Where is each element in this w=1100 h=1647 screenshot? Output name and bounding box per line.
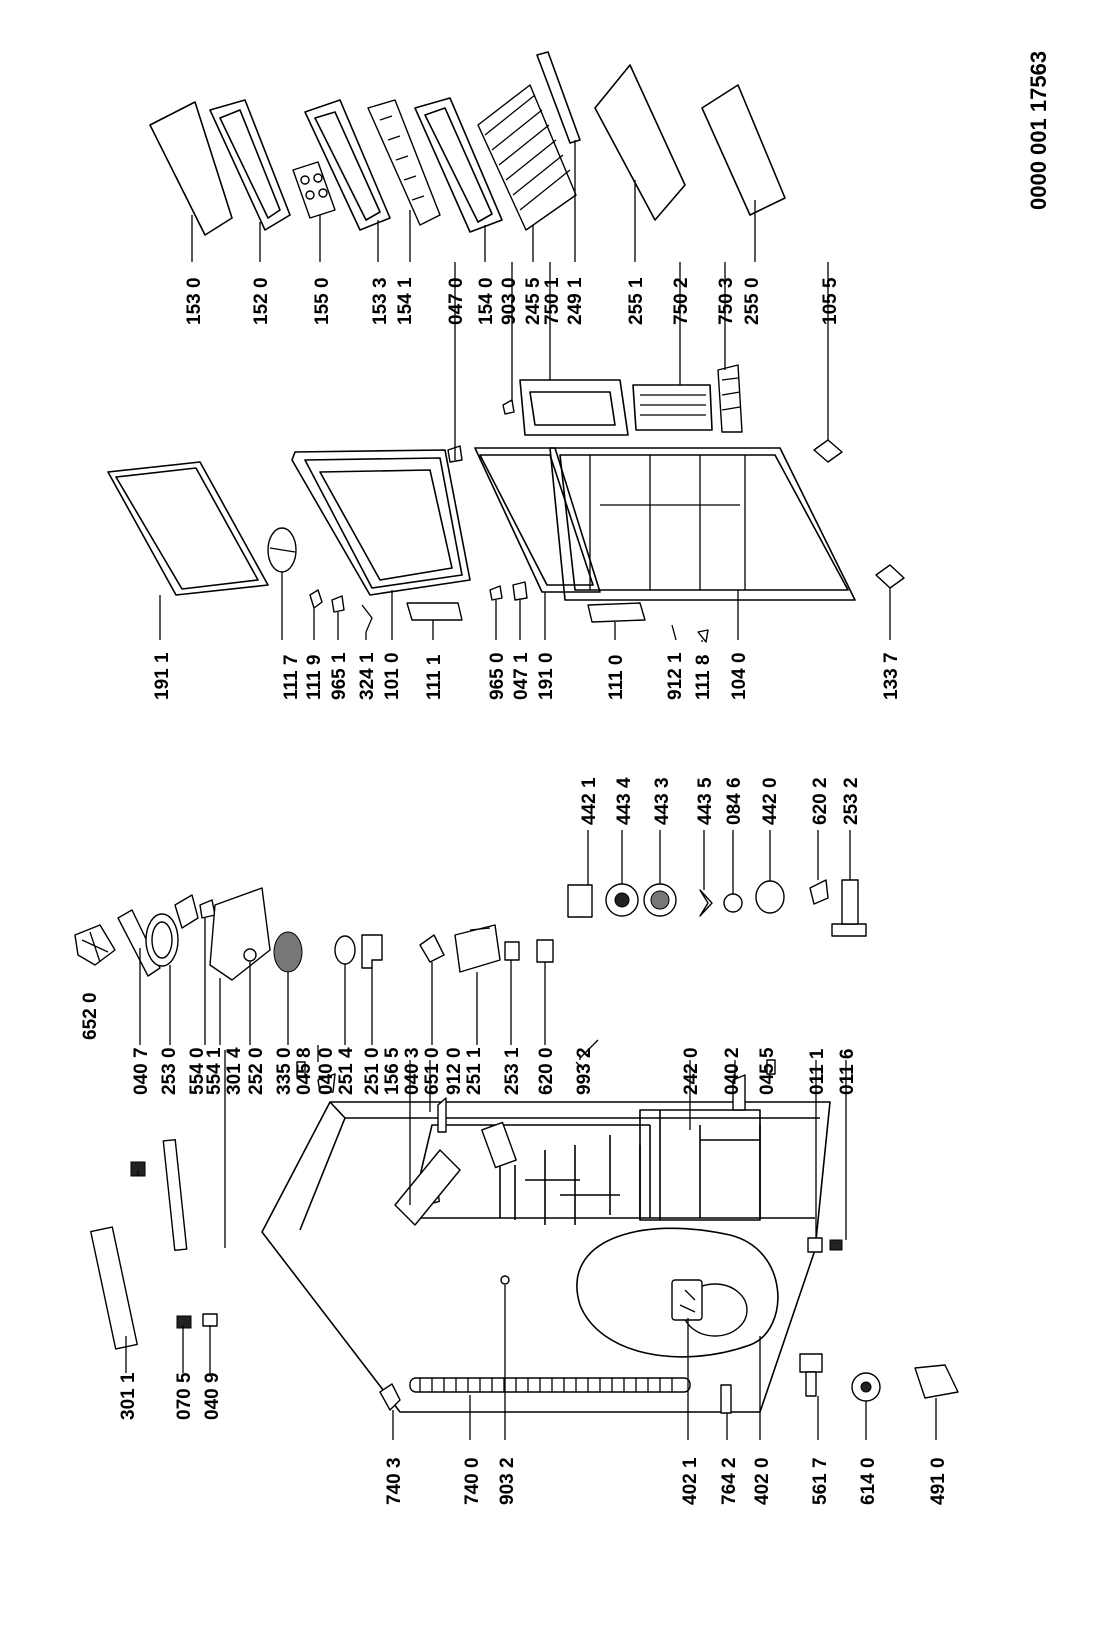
part-label: 554 0	[187, 1047, 208, 1095]
part-label: 111 1	[424, 654, 445, 700]
part-label: 442 1	[579, 777, 600, 825]
door-shelves	[149, 51, 786, 236]
part-label: 249 1	[565, 277, 586, 325]
part-label: 111 0	[606, 655, 627, 700]
part-label: 155 0	[312, 277, 333, 325]
part-label: 651 0	[422, 1047, 443, 1095]
part-label: 084 6	[724, 777, 745, 825]
part-label: 750 3	[716, 277, 737, 325]
cabinet-drawing	[261, 1101, 831, 1413]
part-label: 912 1	[665, 652, 686, 700]
fan-parts	[567, 879, 867, 937]
part-label: 253 2	[841, 777, 862, 825]
part-label: 245 5	[523, 277, 544, 325]
part-label: 070 5	[174, 1372, 195, 1420]
part-label: 040 3	[402, 1047, 423, 1095]
part-label: 253 0	[159, 1047, 180, 1095]
part-label: 750 2	[671, 277, 692, 325]
part-label: 253 1	[502, 1047, 523, 1095]
part-label: 153 3	[370, 277, 391, 325]
part-label: 040 2	[722, 1047, 743, 1095]
part-label: 252 0	[246, 1047, 267, 1095]
part-label: 045 8	[294, 1047, 315, 1095]
part-label: 040 0	[316, 1047, 337, 1095]
part-label: 740 3	[384, 1457, 405, 1505]
part-label: 903 0	[499, 277, 520, 325]
part-label: 554 1	[204, 1047, 225, 1095]
part-label: 047 0	[446, 277, 467, 325]
part-label: 047 1	[511, 652, 532, 700]
part-label: 011 6	[837, 1049, 858, 1096]
part-label: 255 0	[742, 277, 763, 325]
part-label: 301 1	[118, 1372, 139, 1420]
part-label: 105 5	[820, 277, 841, 325]
part-label: 152 0	[251, 277, 272, 325]
part-label: 443 3	[652, 777, 673, 825]
part-label: 614 0	[858, 1457, 879, 1505]
part-label: 443 5	[695, 777, 716, 825]
part-label: 402 0	[752, 1457, 773, 1505]
part-label: 153 0	[184, 277, 205, 325]
part-label: 154 0	[476, 277, 497, 325]
part-label: 620 0	[536, 1047, 557, 1095]
part-label: 750 1	[542, 277, 563, 325]
part-label: 251 0	[362, 1047, 383, 1095]
part-label: 111 7	[281, 655, 302, 700]
control-parts	[74, 887, 554, 981]
part-label: 255 1	[626, 277, 647, 325]
part-label: 156 5	[382, 1047, 403, 1095]
part-label: 111 8	[693, 655, 714, 700]
part-label: 324 1	[357, 652, 378, 700]
cabinet-small-parts	[90, 1039, 959, 1414]
part-label: 912 0	[444, 1047, 465, 1095]
part-label: 104 0	[729, 652, 750, 700]
part-label: 443 4	[614, 777, 635, 825]
door-drawings	[107, 439, 905, 643]
part-label: 402 1	[680, 1457, 701, 1505]
part-label: 040 7	[131, 1047, 152, 1095]
leader-lines	[125, 140, 937, 1440]
part-label: 133 7	[881, 652, 902, 700]
part-label: 965 0	[487, 652, 508, 700]
part-label: 652 0	[80, 992, 101, 1040]
part-label: 764 2	[719, 1457, 740, 1505]
part-labels: 301 1 070 5 040 9 040 7 253 0 554 0 554 …	[80, 277, 949, 1505]
part-label: 903 2	[497, 1457, 518, 1505]
part-label: 442 0	[760, 777, 781, 825]
part-label: 993 2	[574, 1047, 595, 1095]
part-label: 620 2	[810, 777, 831, 825]
part-label: 561 7	[810, 1457, 831, 1505]
part-label: 045 5	[757, 1047, 778, 1095]
part-label: 965 1	[329, 652, 350, 700]
drawers	[502, 364, 743, 436]
part-label: 251 1	[464, 1047, 485, 1095]
part-label: 740 0	[462, 1457, 483, 1505]
part-label: 111 9	[304, 655, 325, 700]
part-label: 242 0	[681, 1047, 702, 1095]
part-label: 251 4	[336, 1047, 357, 1095]
part-label: 491 0	[928, 1457, 949, 1505]
part-label: 335 0	[274, 1047, 295, 1095]
document-number: 0000 001 17563	[1026, 51, 1051, 210]
part-label: 191 1	[152, 652, 173, 700]
part-label: 154 1	[395, 277, 416, 325]
part-label: 011 1	[807, 1048, 828, 1095]
part-label: 040 9	[202, 1372, 223, 1420]
part-label: 191 0	[536, 652, 557, 700]
part-label: 301 4	[224, 1047, 245, 1095]
part-label: 101 0	[382, 652, 403, 700]
